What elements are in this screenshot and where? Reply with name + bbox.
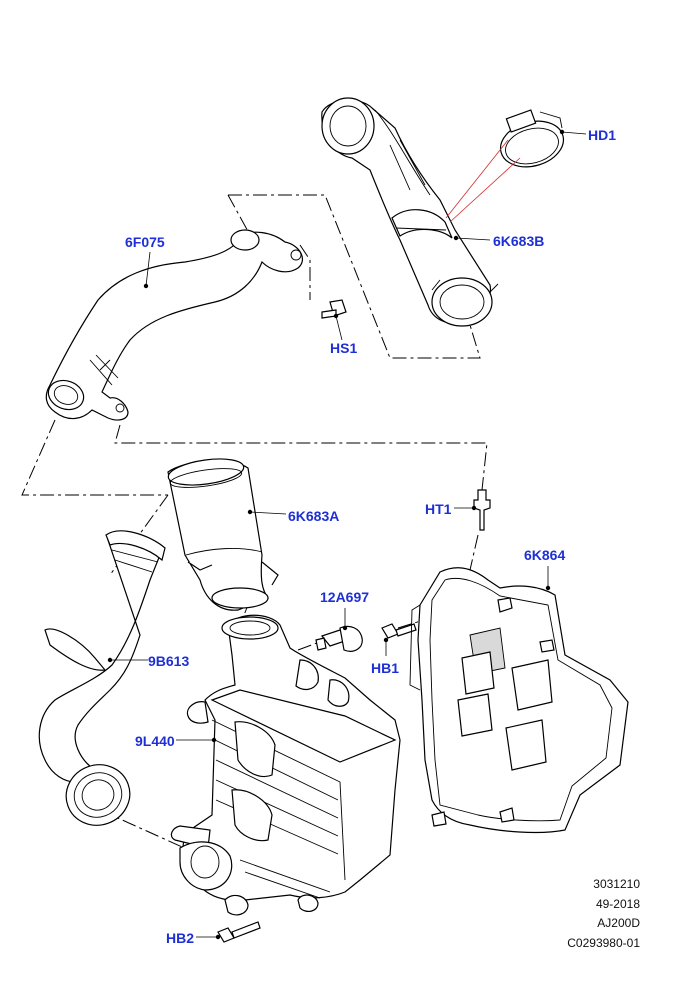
reference-line-4: C0293980-01 <box>567 935 640 950</box>
diagram-reference-block: 3031210 49-2018 AJ200D C0293980-01 <box>548 875 640 953</box>
reference-line-2: 49-2018 <box>595 896 640 911</box>
bolt-hb1 <box>381 623 417 639</box>
callout-hs1[interactable]: HS1 <box>330 340 358 356</box>
callout-6k683b[interactable]: 6K683B <box>493 233 545 249</box>
pipe-6f075 <box>45 229 303 421</box>
reference-line-3: AJ200D <box>597 916 640 930</box>
clamp-hd1 <box>499 109 565 168</box>
hose-9b613 <box>38 530 166 826</box>
red-leader-a <box>445 139 509 219</box>
callout-hb1[interactable]: HB1 <box>371 660 400 676</box>
callout-6k683a[interactable]: 6K683A <box>288 508 340 524</box>
callout-12a697[interactable]: 12A697 <box>320 589 370 605</box>
red-leader-b <box>449 157 521 223</box>
callout-hd1[interactable]: HD1 <box>588 127 617 143</box>
callout-hb2[interactable]: HB2 <box>166 930 195 946</box>
sensor-12a697 <box>315 625 363 652</box>
screw-hs1 <box>321 299 347 319</box>
hose-6k683b <box>321 97 499 327</box>
callout-ht1[interactable]: HT1 <box>425 501 452 517</box>
callout-6f075[interactable]: 6F075 <box>125 234 165 250</box>
callout-6k864[interactable]: 6K864 <box>524 547 566 563</box>
intercooler-9l440 <box>170 614 401 916</box>
leader-lines <box>107 129 587 940</box>
stud-ht1 <box>473 489 491 531</box>
bolt-hb2 <box>217 921 261 943</box>
callout-9l440[interactable]: 9L440 <box>135 733 175 749</box>
callout-9b613[interactable]: 9B613 <box>148 653 190 669</box>
reference-line-1: 3031210 <box>593 877 640 891</box>
heat-shield-6k864 <box>409 567 629 834</box>
hose-6k683a <box>167 458 279 611</box>
